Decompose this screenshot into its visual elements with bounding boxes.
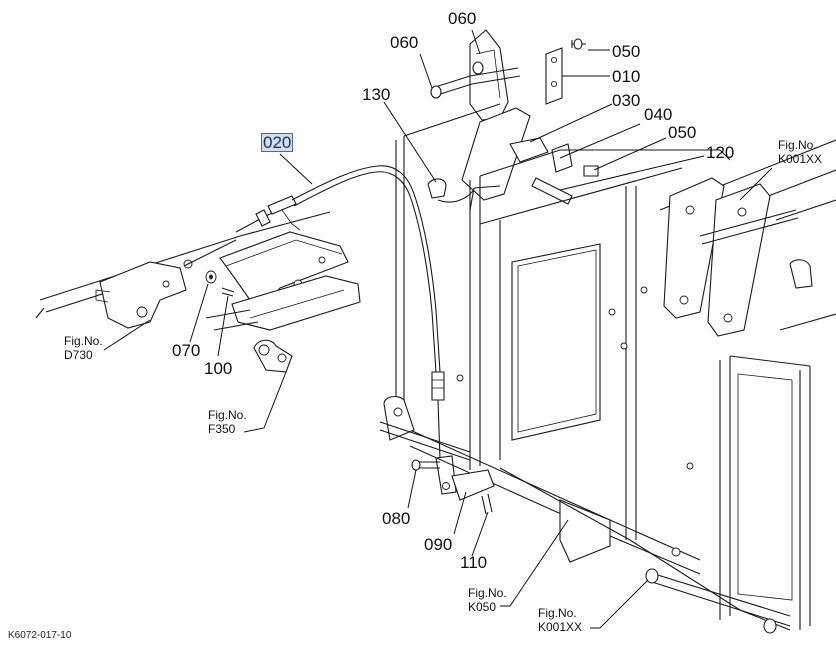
callout-020-highlighted[interactable]: 020 — [260, 133, 294, 152]
figure-ref-number: F350 — [208, 422, 236, 436]
figure-ref-d730[interactable]: Fig.No. D730 — [64, 334, 103, 362]
callout-050-mid[interactable]: 050 — [668, 123, 697, 142]
figure-ref-k001xx-top[interactable]: Fig.No. K001XX — [778, 138, 822, 166]
callout-100[interactable]: 100 — [204, 359, 233, 378]
callout-110[interactable]: 110 — [460, 553, 488, 572]
callout-120[interactable]: 120 — [706, 143, 735, 162]
callout-010[interactable]: 010 — [612, 67, 641, 86]
figure-ref-label: Fig.No. — [778, 138, 817, 152]
figure-ref-label: Fig.No. — [538, 606, 577, 620]
leader-lines — [103, 29, 773, 629]
callout-130[interactable]: 130 — [362, 85, 391, 104]
figure-ref-f350[interactable]: Fig.No. F350 — [208, 408, 247, 436]
cable-020 — [235, 165, 477, 495]
callout-080[interactable]: 080 — [382, 509, 411, 528]
main-upright-panel — [379, 103, 791, 631]
figure-ref-k001xx-bottom[interactable]: Fig.No. K001XX — [538, 606, 582, 634]
callout-060-top[interactable]: 060 — [448, 9, 477, 28]
top-lever-assembly — [430, 29, 599, 211]
figure-ref-label: Fig.No. — [208, 408, 247, 422]
figure-ref-number: K050 — [468, 600, 497, 614]
drawing-code: K6072-017-10 — [8, 630, 72, 641]
figure-ref-label: Fig.No. — [468, 586, 507, 600]
callout-090[interactable]: 090 — [424, 535, 453, 554]
figure-ref-k050[interactable]: Fig.No. K050 — [468, 586, 507, 614]
figure-ref-label: Fig.No. — [64, 334, 103, 348]
callout-050-top[interactable]: 050 — [612, 42, 641, 61]
figure-ref-number: K001XX — [778, 152, 823, 166]
figure-ref-number: D730 — [64, 348, 93, 362]
right-linkage — [645, 139, 836, 634]
callout-030[interactable]: 030 — [612, 91, 641, 110]
left-frame-assembly — [35, 211, 361, 373]
callout-070[interactable]: 070 — [172, 341, 201, 360]
callout-060-left[interactable]: 060 — [390, 33, 419, 52]
callout-040[interactable]: 040 — [644, 105, 673, 124]
figure-ref-number: K001XX — [538, 620, 583, 634]
